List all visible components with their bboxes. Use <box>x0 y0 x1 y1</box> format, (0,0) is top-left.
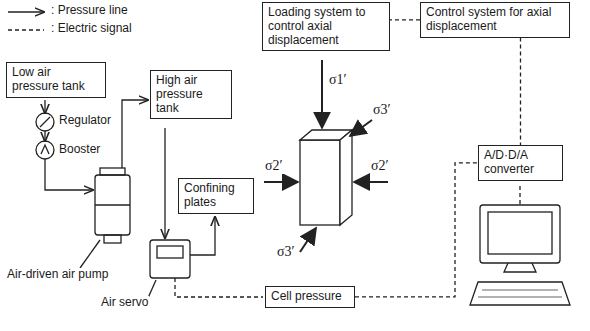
air-pump-base <box>104 235 121 243</box>
process-box: Control system for axial displacement <box>420 2 570 38</box>
part-box: Confining plates <box>178 178 254 214</box>
signal-connector <box>390 19 420 20</box>
pressure-pipe <box>44 100 45 113</box>
air-servo-body <box>150 240 190 278</box>
signal-connector <box>355 163 478 297</box>
stress-symbol: σ2′ <box>370 158 390 174</box>
box-text: Control system for axial displacement <box>426 6 564 34</box>
signal-box: Cell pressure <box>265 286 355 308</box>
part-label: Regulator <box>58 114 112 128</box>
box-text: Loading system to control axial displace… <box>268 6 384 47</box>
air-pump-body <box>95 204 130 205</box>
signal-line-sample <box>8 29 44 30</box>
leader-line <box>80 240 100 268</box>
part-label: Air servo <box>100 296 149 310</box>
signal-wire <box>175 278 263 297</box>
air-pump-body <box>95 175 130 235</box>
box-text: A/D·D/A converter <box>484 149 557 177</box>
process-box: Loading system to control axial displace… <box>262 2 390 51</box>
box-text: High air pressure tank <box>156 74 226 115</box>
regulator-symbol <box>36 113 54 131</box>
stress-symbol: σ3′ <box>276 244 296 260</box>
computer-keyboard <box>470 282 570 305</box>
computer-keyboard <box>478 290 562 297</box>
pressure-pipe <box>45 159 93 190</box>
stress-symbol: σ1′ <box>328 72 348 88</box>
air-pump-head <box>100 168 125 175</box>
box-text: Confining plates <box>184 182 248 210</box>
pressure-pipe <box>122 100 148 168</box>
process-box: A/D·D/A converter <box>478 145 563 181</box>
stress-arrow <box>350 120 372 136</box>
specimen-cube <box>340 130 352 225</box>
specimen-cube <box>300 140 340 225</box>
box-text: Cell pressure <box>271 290 349 304</box>
pressure-line-sample <box>8 11 44 12</box>
part-label: Booster <box>58 143 101 157</box>
part-label: Air-driven air pump <box>6 268 113 282</box>
stress-arrow <box>264 181 298 183</box>
legend-text: : Electric signal <box>50 22 133 36</box>
tank-box: High air pressure tank <box>150 70 232 119</box>
air-servo-body <box>157 246 183 258</box>
booster-symbol <box>36 141 54 159</box>
tank-box: Low air pressure tank <box>6 62 106 98</box>
signal-connector <box>520 38 521 145</box>
pressure-pipe <box>190 217 215 255</box>
computer-monitor <box>480 205 560 263</box>
pressure-pipe <box>44 131 45 141</box>
stress-symbol: σ2′ <box>264 158 284 174</box>
box-text: Low air pressure tank <box>12 66 100 94</box>
signal-wire <box>519 186 520 205</box>
stress-arrow <box>300 228 316 252</box>
stress-symbol: σ3′ <box>372 102 392 118</box>
legend-text: : Pressure line <box>50 4 129 18</box>
pressure-pipe <box>164 128 165 238</box>
stress-arrow <box>321 60 323 128</box>
computer-screen <box>488 212 552 254</box>
regulator-symbol <box>40 117 50 127</box>
stress-arrow <box>354 181 388 183</box>
booster-symbol <box>41 145 49 154</box>
computer-stand <box>504 263 536 272</box>
